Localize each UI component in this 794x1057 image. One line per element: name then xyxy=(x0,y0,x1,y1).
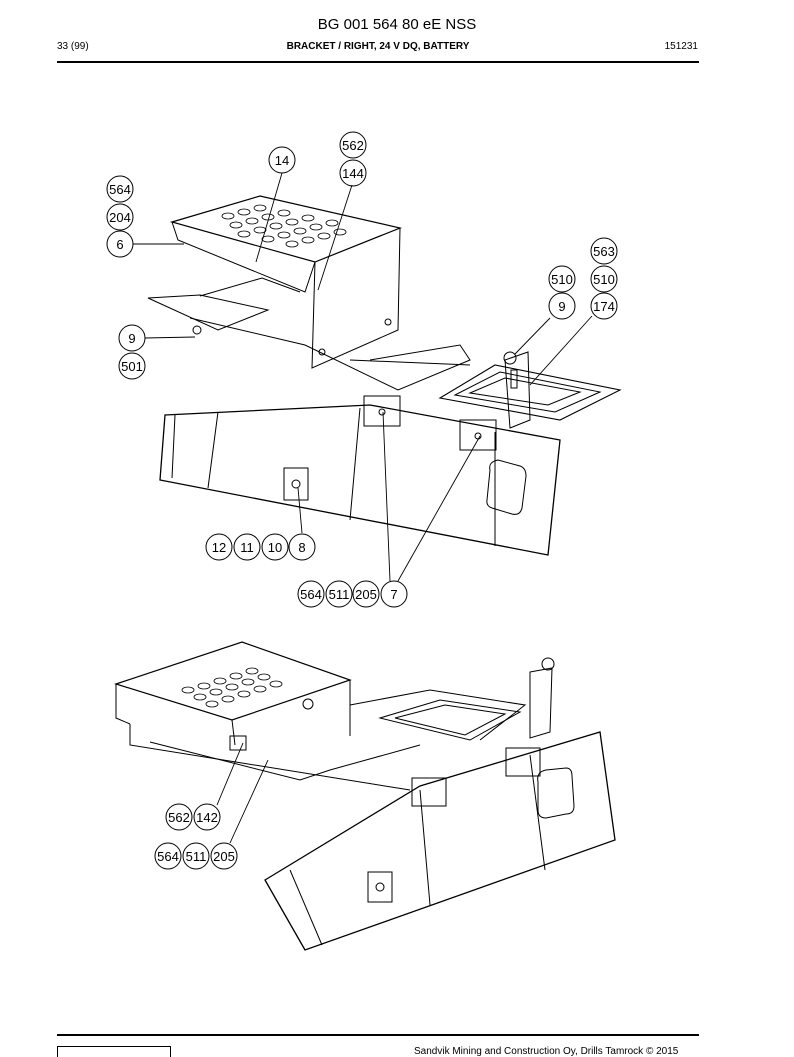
svg-text:174: 174 xyxy=(593,299,615,314)
svg-text:501: 501 xyxy=(121,359,143,374)
svg-text:6: 6 xyxy=(116,237,123,252)
callout-6: 6 xyxy=(106,230,134,258)
svg-text:205: 205 xyxy=(213,849,235,864)
top-assembly xyxy=(147,195,622,556)
callout-204: 204 xyxy=(106,203,134,231)
sandvik-logo xyxy=(57,1046,171,1057)
callout-564-bottom: 564 xyxy=(154,842,182,870)
svg-text:14: 14 xyxy=(275,153,289,168)
svg-text:12: 12 xyxy=(212,540,226,555)
svg-text:9: 9 xyxy=(128,331,135,346)
callout-501: 501 xyxy=(118,352,146,380)
callout-564: 564 xyxy=(106,175,134,203)
callout-8: 8 xyxy=(288,533,316,561)
callout-9-left: 9 xyxy=(118,324,146,352)
page-title: BRACKET / RIGHT, 24 V DQ, BATTERY xyxy=(286,41,470,52)
bottom-assembly xyxy=(114,641,616,951)
svg-text:7: 7 xyxy=(390,587,397,602)
svg-text:8: 8 xyxy=(298,540,305,555)
svg-text:564: 564 xyxy=(300,587,322,602)
svg-text:144: 144 xyxy=(342,166,364,181)
header-rule xyxy=(57,61,699,63)
svg-text:205: 205 xyxy=(355,587,377,602)
callout-174: 174 xyxy=(590,292,618,320)
svg-text:564: 564 xyxy=(157,849,179,864)
callout-144: 144 xyxy=(339,159,367,187)
callout-564-mid: 564 xyxy=(297,580,325,608)
callout-510-left: 510 xyxy=(548,265,576,293)
page-indicator: 33 (99) xyxy=(57,41,89,52)
document-number: BG 001 564 80 eE NSS xyxy=(317,16,477,33)
svg-text:511: 511 xyxy=(186,849,207,864)
svg-text:9: 9 xyxy=(558,299,565,314)
callout-12: 12 xyxy=(205,533,233,561)
callout-205-mid: 205 xyxy=(352,580,380,608)
svg-text:564: 564 xyxy=(109,182,131,197)
footer-rule xyxy=(57,1034,699,1036)
callout-562-bottom: 562 xyxy=(165,803,193,831)
svg-text:510: 510 xyxy=(551,272,573,287)
callout-562: 562 xyxy=(339,131,367,159)
svg-text:11: 11 xyxy=(240,540,254,555)
svg-text:10: 10 xyxy=(268,540,282,555)
callout-14: 14 xyxy=(268,146,296,174)
callout-511-bottom: 511 xyxy=(182,842,210,870)
callout-510-right: 510 xyxy=(590,265,618,293)
callout-563: 563 xyxy=(590,237,618,265)
footer-copyright: Sandvik Mining and Construction Oy, Dril… xyxy=(414,1046,679,1057)
svg-text:510: 510 xyxy=(593,272,615,287)
svg-text:562: 562 xyxy=(342,138,364,153)
svg-text:142: 142 xyxy=(196,810,218,825)
callout-11: 11 xyxy=(233,533,261,561)
callout-7: 7 xyxy=(380,580,408,608)
callout-205-bottom: 205 xyxy=(210,842,238,870)
callout-511-mid: 511 xyxy=(325,580,353,608)
callout-10: 10 xyxy=(261,533,289,561)
svg-text:563: 563 xyxy=(593,244,615,259)
callout-9-right: 9 xyxy=(548,292,576,320)
svg-text:562: 562 xyxy=(168,810,190,825)
svg-text:204: 204 xyxy=(109,210,131,225)
svg-text:511: 511 xyxy=(329,587,350,602)
date-code: 151231 xyxy=(664,41,698,52)
leader-lines xyxy=(133,172,593,844)
callout-142: 142 xyxy=(193,803,221,831)
